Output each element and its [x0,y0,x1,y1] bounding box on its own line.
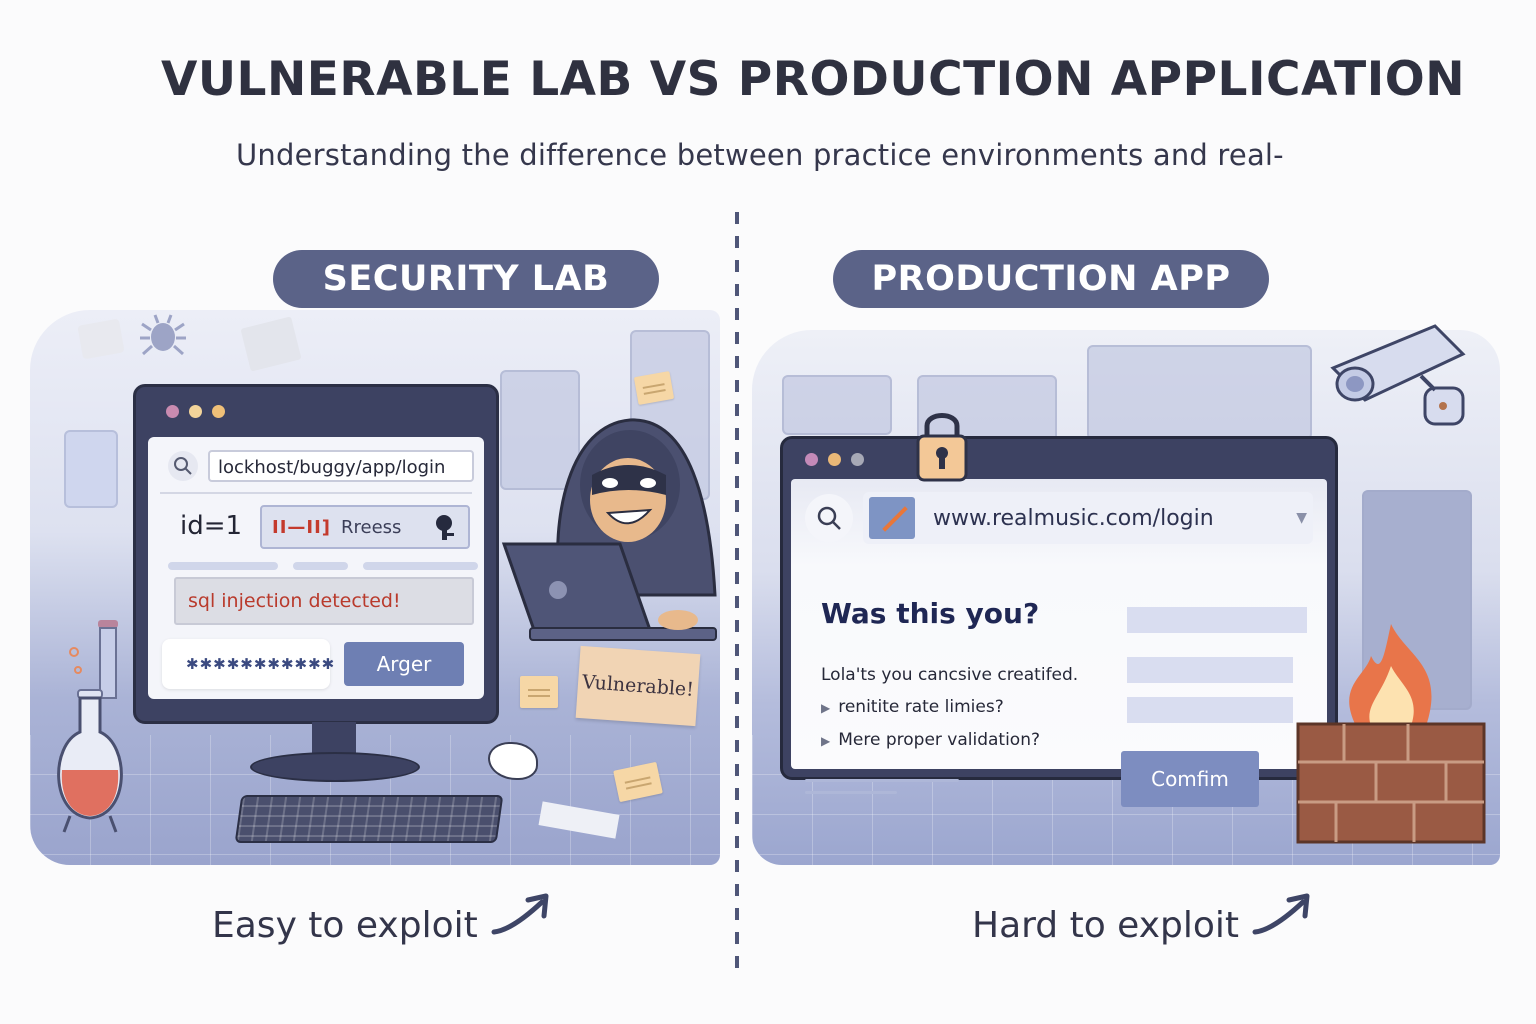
window-dot-1 [166,404,179,418]
center-divider [735,212,739,977]
production-browser-window: www.realmusic.com/login ▼ Was this you? … [780,436,1338,807]
verification-line-3: ▶ Mere proper validation? [821,730,1040,750]
verification-line-1: Lola'ts you cancsive creatifed. [821,665,1079,685]
window-dot-3 [212,404,225,418]
password-field[interactable]: ✱✱✱✱✱✱✱✱✱✱✱ [162,639,334,689]
prod-address-bar: www.realmusic.com/login ▼ [805,489,1313,547]
prod-window-titlebar [783,439,1335,479]
placeholder-bar [168,562,278,570]
verification-field[interactable] [1127,697,1293,723]
triangle-bullet-icon: ▶ [821,701,831,715]
lab-server-rack [500,370,580,490]
placeholder-bar [363,562,478,570]
verification-field[interactable] [1127,607,1307,633]
security-camera-icon [1330,324,1466,426]
production-caption-text: Hard to exploit [972,905,1239,946]
window-dot-2 [189,404,202,418]
window-dot-2 [828,452,841,466]
injection-payload: II—II] [272,516,332,538]
verification-line-3-text: Mere proper validation? [838,730,1041,750]
lab-submit-button[interactable]: Arger [344,642,464,686]
laptop-icon [501,542,717,641]
placeholder-bar [293,562,348,570]
bug-icon [140,314,186,356]
production-app-label: PRODUCTION APP [833,250,1269,308]
search-icon[interactable] [805,494,853,542]
sql-injection-alert: sql injection detected! [174,577,474,625]
prod-url-input[interactable]: www.realmusic.com/login ▼ [863,492,1313,544]
page-title: VULNERABLE LAB VS PRODUCTION APPLICATION [160,52,1466,107]
crumpled-paper-icon [488,742,538,780]
lab-window-titlebar [136,387,496,435]
search-icon[interactable] [168,451,198,481]
prod-dashboard-panel [1087,345,1312,440]
production-caption: Hard to exploit [972,893,1313,946]
placeholder-bar [805,779,959,782]
flask-icon [57,620,123,833]
keyboard-icon [234,795,504,843]
padlock-icon [916,413,968,482]
page-subtitle: Understanding the difference between pra… [236,138,1284,172]
prod-url-text: www.realmusic.com/login [933,505,1214,531]
lab-clipboard [64,430,118,508]
firewall-icon [1296,624,1486,844]
site-favicon-icon [869,497,915,539]
placeholder-bar [805,791,897,794]
key-icon [436,515,454,540]
confirm-button[interactable]: Comfim [1121,751,1259,807]
verification-line-2: ▶ renitite rate limies? [821,697,1004,717]
arrow-up-right-icon [1252,893,1310,934]
window-dot-3 [851,452,864,466]
prod-dashboard-panel [917,375,1057,445]
window-dot-1 [805,452,818,466]
injection-input[interactable]: II—II] Rreess [260,505,470,549]
prod-dashboard-panel [782,375,892,435]
vulnerable-sign: Vulnerable! [575,645,701,727]
verification-line-2-text: renitite rate limies? [838,697,1004,717]
lab-browser-screen: lockhost/buggy/app/login id=1 II—II] Rre… [148,437,484,699]
verification-field[interactable] [1127,657,1293,683]
arrow-up-right-icon [491,893,549,934]
monitor-base [250,752,420,782]
injection-label: Rreess [341,516,402,538]
lab-url-divider [160,492,472,494]
lab-monitor: lockhost/buggy/app/login id=1 II—II] Rre… [133,384,499,724]
lab-caption-text: Easy to exploit [212,905,478,946]
lab-address-bar: lockhost/buggy/app/login [168,449,474,483]
verification-heading: Was this you? [821,597,1040,630]
lab-caption: Easy to exploit [212,893,552,946]
id-parameter: id=1 [180,511,243,541]
prod-browser-body: www.realmusic.com/login ▼ Was this you? … [791,479,1327,807]
triangle-bullet-icon: ▶ [821,734,831,748]
sticky-note-icon [520,676,558,708]
chevron-down-icon[interactable]: ▼ [1296,510,1307,526]
security-lab-label: SECURITY LAB [273,250,659,308]
lab-url-input[interactable]: lockhost/buggy/app/login [208,450,474,482]
floating-chat-icon [77,318,125,360]
